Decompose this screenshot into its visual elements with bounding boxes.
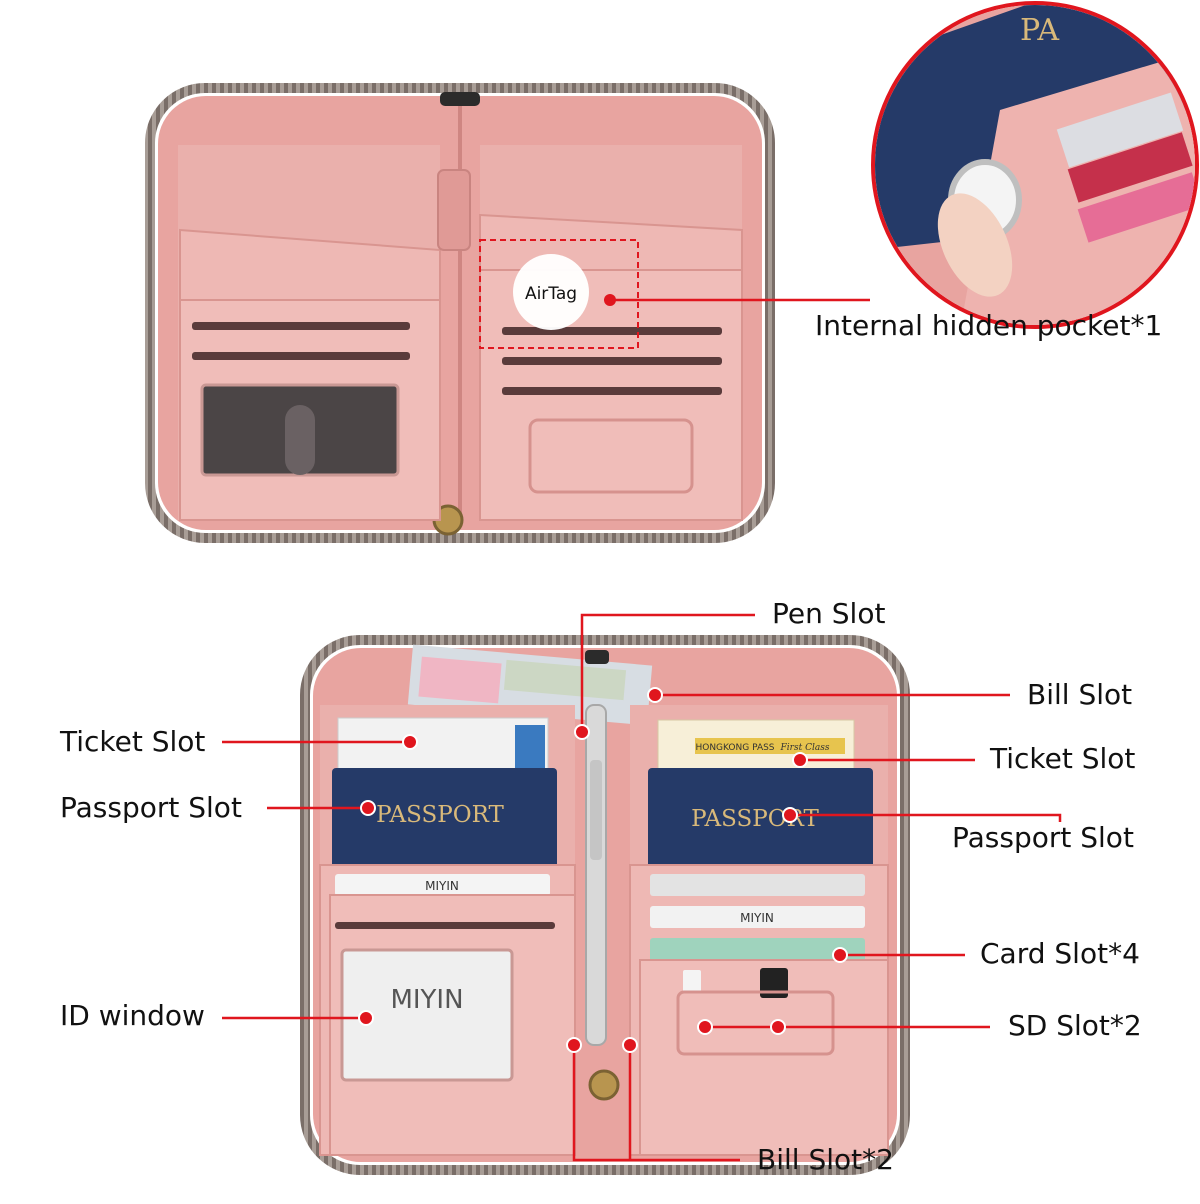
id-card-brand: MIYIN — [390, 985, 463, 1015]
bottom-wallet-zipper — [300, 635, 910, 1175]
passport-left — [332, 768, 557, 868]
card-3 — [650, 938, 865, 964]
passport-right-text: PASSPORT — [691, 806, 819, 832]
ticket-slot-right-label: Ticket Slot — [990, 742, 1136, 775]
pen-slot-label: Pen Slot — [772, 597, 886, 630]
airtag-label: AirTag — [525, 284, 577, 304]
ticket-slot-left-label: Ticket Slot — [60, 725, 206, 758]
bottom-wallet: PASSPORT MIYIN MIYIN HONGKONG PASS First… — [300, 635, 910, 1175]
passport-right — [648, 768, 873, 868]
zoom-passport-text: PA — [1020, 13, 1059, 48]
id-window-label: ID window — [60, 999, 205, 1032]
top-wallet-zipper — [145, 83, 775, 543]
passport-slot-left-label: Passport Slot — [60, 791, 242, 824]
pen — [585, 704, 607, 1046]
zoom-detail: PA — [871, 1, 1199, 329]
bill-slot-label: Bill Slot — [1027, 678, 1133, 711]
ticket-right-class: First Class — [780, 743, 830, 753]
callout-lines — [222, 613, 1062, 1162]
card-brand-left: MIYIN — [425, 879, 459, 893]
card-1 — [650, 874, 865, 896]
id-window-card — [340, 948, 514, 1082]
internal-pocket-label: Internal hidden pocket*1 — [815, 309, 1163, 342]
card-slot-label: Card Slot*4 — [980, 937, 1140, 970]
passport-slot-right-label: Passport Slot — [952, 821, 1134, 854]
card-brand-right: MIYIN — [740, 911, 774, 925]
top-wallet: AirTag — [145, 83, 870, 543]
bottom-zipper-pull — [588, 1069, 620, 1101]
card-2 — [650, 906, 865, 928]
airtag-icon — [513, 254, 589, 330]
bill-slot-2-label: Bill Slot*2 — [757, 1143, 894, 1176]
sd-slot-label: SD Slot*2 — [1008, 1009, 1142, 1042]
callout-dots — [358, 687, 848, 1053]
ticket-right-text: HONGKONG PASS — [695, 743, 774, 753]
hidden-pocket-outline — [479, 239, 639, 349]
passport-left-text: PASSPORT — [376, 802, 504, 828]
